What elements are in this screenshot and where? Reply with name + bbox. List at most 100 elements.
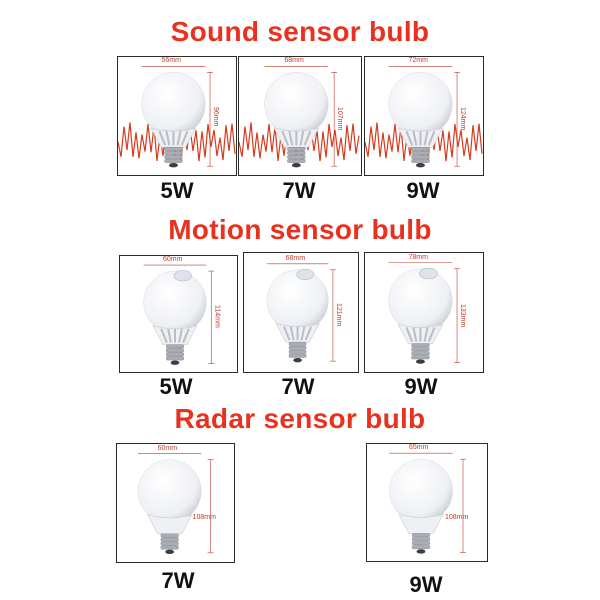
section-title-radar: Radar sensor bulb <box>174 403 426 434</box>
base-contact <box>415 359 425 364</box>
screw-base-thread <box>411 155 430 159</box>
base-contact <box>293 357 302 363</box>
bulb-illustration <box>239 66 360 168</box>
bulb-width-label: 68mm <box>285 254 306 262</box>
bulb-height-label: 107mm <box>336 107 344 131</box>
sound-watt-5w: 5W <box>160 178 194 203</box>
bulb-illustration <box>137 453 214 555</box>
cooling-fin <box>167 328 172 343</box>
cooling-fin <box>427 327 436 342</box>
screw-base-thread <box>164 159 183 163</box>
bulb-height-label: 108mm <box>192 514 216 522</box>
bulb-width-label: 65mm <box>409 444 429 452</box>
screw-base-thread <box>288 345 307 350</box>
screw-base-thread <box>288 353 307 358</box>
base-contact <box>170 360 180 365</box>
motion-bulb-panel-7w: 68mm 121mm <box>243 252 359 373</box>
bulb-height-label: 133mm <box>459 303 467 328</box>
screw-base-thread <box>166 356 184 361</box>
screw-base-thread <box>411 545 431 550</box>
cooling-fin <box>178 328 183 343</box>
bulb-width-label: 60mm <box>157 444 178 452</box>
cooling-fin <box>158 130 167 146</box>
bulb-illustration <box>389 452 466 554</box>
base-contact <box>168 163 178 168</box>
screw-base-thread <box>287 147 306 151</box>
screw-base-thread <box>411 351 430 356</box>
cooling-fin <box>427 130 436 146</box>
bulb-height-label: 108mm <box>445 513 469 521</box>
cooling-fin <box>288 130 294 146</box>
cooling-fin <box>405 327 414 342</box>
screw-base-thread <box>164 151 183 155</box>
bulb-globe <box>388 72 453 137</box>
screw-base-thread <box>411 147 430 151</box>
screw-base-thread <box>288 341 307 346</box>
cooling-fin <box>423 327 429 342</box>
sound-watt-9w: 9W <box>406 178 440 203</box>
bulb-width-label: 60mm <box>162 256 183 264</box>
bulb-globe <box>389 458 453 523</box>
bulb-neck <box>398 514 444 534</box>
cooling-fin <box>289 326 295 341</box>
bulb-illustration <box>388 262 461 364</box>
motion-bulb-panel-9w: 78mm 133mm <box>364 252 484 373</box>
bulb-illustration <box>143 264 215 365</box>
motion-sensor-lens <box>296 268 315 280</box>
bulb-width-label: 68mm <box>284 57 304 65</box>
bulb-height-label: 96mm <box>212 107 220 127</box>
screw-base-thread <box>411 151 430 155</box>
motion-sensor-lens <box>173 270 192 282</box>
screw-base-thread <box>288 349 307 354</box>
screw-base-thread <box>411 159 430 163</box>
bulb-width-label: 78mm <box>408 253 428 261</box>
bulb-globe <box>266 269 329 332</box>
screw-base-thread <box>411 347 430 352</box>
screw-base-thread <box>164 155 183 159</box>
motion-bulb-panel-5w: 60mm 114mm <box>119 255 238 373</box>
screw-base-thread <box>287 151 306 155</box>
motion-watt-9w: 9W <box>404 374 438 399</box>
cooling-fin <box>412 327 418 342</box>
bulb-neck <box>146 514 193 535</box>
sound-watt-7w: 7W <box>282 178 316 203</box>
cooling-fin <box>304 326 313 341</box>
cooling-fin <box>165 130 171 146</box>
screw-base-thread <box>411 355 430 360</box>
bulb-height-label: 121mm <box>334 303 342 327</box>
motion-watt-7w: 7W <box>281 374 315 399</box>
bulb-globe <box>264 72 329 137</box>
cooling-fin <box>300 326 306 341</box>
cooling-fin <box>299 130 305 146</box>
screw-base-thread <box>411 541 431 546</box>
cooling-fin <box>423 130 429 146</box>
bulb-illustration <box>365 66 483 168</box>
base-contact <box>416 549 426 554</box>
sound-bulb-panel-7w: 68mm 107mm <box>238 56 362 176</box>
screw-base-thread <box>166 344 184 349</box>
screw-base-thread <box>160 541 179 546</box>
cooling-fin <box>405 130 414 146</box>
bulb-illustration <box>266 263 336 363</box>
cooling-fin <box>283 326 291 341</box>
base-contact <box>291 163 301 168</box>
section-title-sound: Sound sensor bulb <box>170 16 430 47</box>
cooling-fin <box>412 130 418 146</box>
motion-sensor-lens <box>419 267 438 280</box>
bulb-height-label: 114mm <box>213 305 221 329</box>
screw-base-thread <box>411 537 431 542</box>
screw-base-thread <box>411 533 431 538</box>
screw-base-thread <box>287 155 306 159</box>
motion-watt-5w: 5W <box>159 374 193 399</box>
screw-base-thread <box>166 352 184 357</box>
radar-bulb-panel-7w: 60mm 108mm <box>116 443 235 563</box>
screw-base-thread <box>166 348 184 353</box>
cooling-fin <box>281 130 289 146</box>
cooling-fin <box>182 328 190 344</box>
bulb-width-label: 56mm <box>161 57 181 65</box>
screw-base-thread <box>164 147 183 151</box>
bulb-illustration <box>118 66 236 168</box>
bulb-globe <box>143 270 207 334</box>
screw-base-thread <box>160 545 179 550</box>
